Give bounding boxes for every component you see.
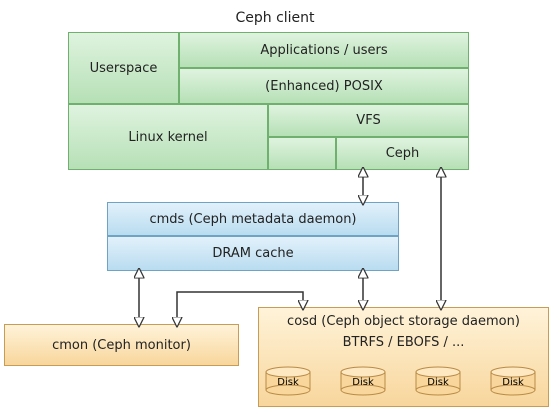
cosd-fs-label: BTRFS / EBOFS / ... — [342, 334, 465, 350]
ceph-cell: Ceph — [336, 137, 469, 170]
ceph-client-title: Ceph client — [235, 10, 315, 26]
vfs-cell: VFS — [268, 104, 469, 137]
userspace-cell: Userspace — [68, 32, 179, 104]
cosd-title: cosd (Ceph object storage daemon) — [287, 313, 520, 329]
cmds-title-cell: cmds (Ceph metadata daemon) — [107, 202, 399, 236]
applications-cell: Applications / users — [179, 32, 469, 68]
kernel-filler-cell — [268, 137, 336, 170]
posix-cell: (Enhanced) POSIX — [179, 68, 469, 104]
cmon-block: cmon (Ceph monitor) — [4, 324, 239, 366]
linux-kernel-cell: Linux kernel — [68, 104, 268, 170]
dram-cache-cell: DRAM cache — [107, 236, 399, 271]
